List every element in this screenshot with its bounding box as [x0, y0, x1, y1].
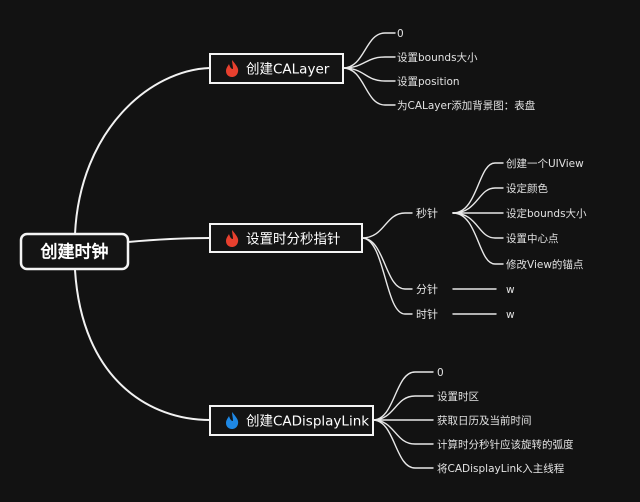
- calayer-leaves: 0 设置bounds大小 设置position 为CALayer添加背景图：表盘: [397, 28, 536, 112]
- displaylink-edges: [372, 371, 434, 469]
- leaf-displaylink-0: 0: [437, 367, 444, 379]
- hands-subnodes: 秒针 分针 时针: [416, 206, 438, 321]
- branch-node-displaylink: 创建CADisplayLink: [209, 405, 374, 436]
- leaf-calayer-1: 设置bounds大小: [397, 51, 478, 64]
- leaf-second-2: 设定bounds大小: [506, 207, 587, 220]
- sub-second-hand: 秒针: [416, 206, 438, 220]
- leaf-displaylink-2: 获取日历及当前时间: [437, 414, 532, 427]
- sub-hour-hand: 时针: [416, 307, 438, 321]
- calayer-edges: [342, 32, 396, 106]
- branch-label-displaylink: 创建CADisplayLink: [246, 414, 369, 430]
- edge-root-calayer: [74, 67, 211, 235]
- leaf-displaylink-4: 将CADisplayLink入主线程: [437, 462, 565, 475]
- second-hand-leaves: 创建一个UIView 设定颜色 设定bounds大小 设置中心点 修改View的…: [506, 157, 587, 271]
- root-node: 创建时钟: [19, 232, 130, 271]
- branch-node-calayer: 创建CALayer: [209, 53, 344, 84]
- sub-minute-hand: 分针: [416, 282, 438, 296]
- hands-edges: [361, 162, 504, 315]
- branch-label-calayer: 创建CALayer: [246, 62, 330, 78]
- minute-hour-leaves: w w: [506, 284, 515, 321]
- leaf-minute-0: w: [506, 284, 515, 296]
- root-edges: [74, 67, 211, 421]
- leaf-second-3: 设置中心点: [506, 232, 559, 245]
- edge-root-displaylink: [74, 269, 211, 421]
- leaf-displaylink-3: 计算时分秒针应该旋转的弧度: [437, 438, 574, 451]
- branch-label-hands: 设置时分秒指针: [246, 232, 341, 248]
- leaf-displaylink-1: 设置时区: [437, 391, 479, 403]
- leaf-hour-0: w: [506, 309, 515, 321]
- branch-node-hands: 设置时分秒指针: [209, 223, 363, 253]
- root-label: 创建时钟: [40, 242, 109, 263]
- leaf-second-0: 创建一个UIView: [506, 157, 584, 170]
- leaf-second-1: 设定颜色: [506, 182, 548, 195]
- leaf-calayer-2: 设置position: [397, 76, 460, 88]
- leaf-calayer-0: 0: [397, 28, 404, 40]
- leaf-second-4: 修改View的锚点: [506, 258, 583, 271]
- leaf-calayer-3: 为CALayer添加背景图：表盘: [397, 99, 536, 112]
- edge-root-hands: [127, 237, 211, 243]
- displaylink-leaves: 0 设置时区 获取日历及当前时间 计算时分秒针应该旋转的弧度 将CADispla…: [437, 367, 574, 475]
